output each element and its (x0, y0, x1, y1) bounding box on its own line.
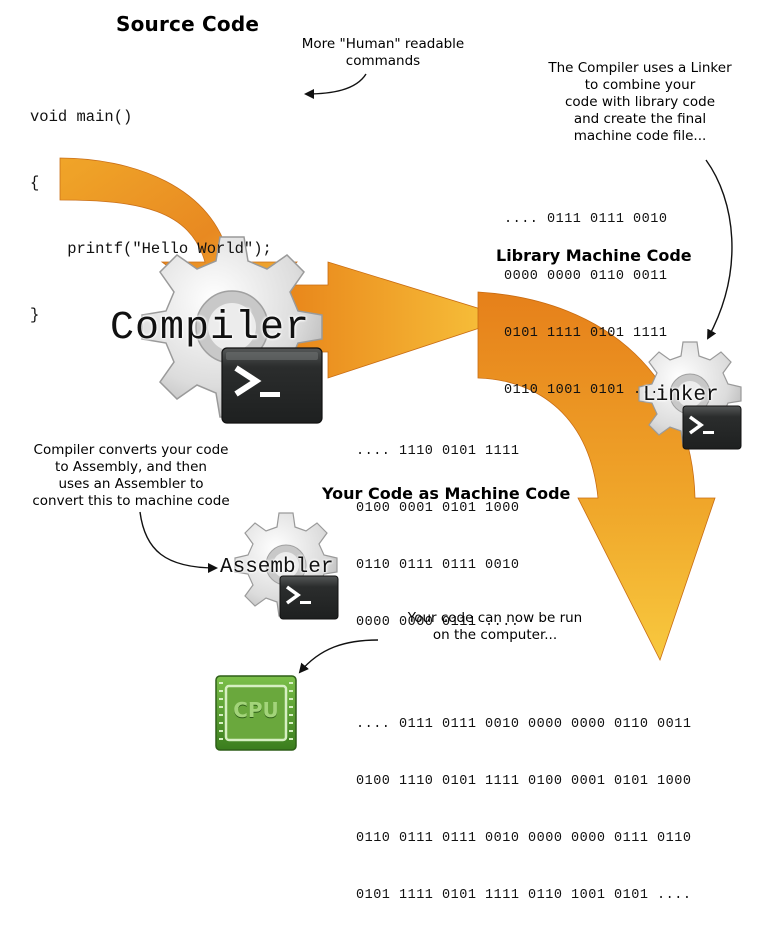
note-line: to Assembly, and then (55, 459, 207, 475)
flow-arrow-compiler-to-output (289, 261, 512, 379)
note-line: to combine your (584, 77, 696, 93)
source-code-title: Source Code (116, 12, 260, 36)
pointer-human-note (304, 73, 367, 99)
binary-line: .... 1110 0101 1111 (356, 444, 520, 459)
your-code-caption: Your Code as Machine Code (322, 484, 571, 503)
binary-line: 0100 1110 0101 1111 0100 0001 0101 1000 (356, 774, 692, 789)
binary-line: 0100 0001 0101 1000 (356, 501, 520, 516)
binary-line: .... 0111 0111 0010 0000 0000 0110 0011 (356, 717, 692, 732)
compiler-label: Compiler (110, 306, 311, 351)
your-machine-code: .... 1110 0101 1111 0100 0001 0101 1000 … (356, 404, 519, 670)
cpu-label: CPU (233, 698, 279, 722)
library-machine-code: .... 0111 0111 0010 0000 0000 0110 0011 … (504, 172, 667, 438)
note-line: code with library code (564, 94, 716, 110)
linker-terminal-icon (682, 405, 742, 450)
note-line: machine code file... (573, 128, 707, 144)
binary-line: 0000 0000 0110 0011 (504, 269, 668, 284)
compiler-gear-icon (141, 236, 323, 418)
source-line: { (30, 174, 40, 192)
source-line: } (30, 306, 40, 324)
note-line: commands (345, 53, 421, 69)
assembler-label: Assembler (220, 556, 334, 579)
binary-line: 0000 0000 0111 .... (356, 615, 520, 630)
binary-line: 0110 1001 0101 .... (504, 383, 668, 398)
binary-line: 0101 1111 0101 1111 0110 1001 0101 .... (356, 888, 692, 903)
compilation-diagram: Source Code void main() { printf("Hello … (6, 12, 760, 903)
run-note: Your code can now be run on the computer… (380, 610, 610, 644)
binary-line: 0101 1111 0101 1111 (504, 326, 668, 341)
cpu-icon (215, 675, 297, 751)
binary-line: .... 0111 0111 0010 (504, 212, 668, 227)
source-code-block: void main() { printf("Hello World"); } (30, 62, 272, 370)
final-machine-code: .... 0111 0111 0010 0000 0000 0110 0011 … (356, 677, 691, 943)
pointer-assembly-note (139, 511, 218, 573)
note-line: Compiler converts your code (33, 442, 229, 458)
linker-label: Linker (643, 384, 719, 407)
note-line: uses an Assembler to (58, 476, 204, 492)
note-line: Your code can now be run (407, 610, 583, 626)
diagram-graphics (59, 73, 742, 751)
linker-note: The Compiler uses a Linker to combine yo… (520, 60, 760, 145)
pointer-run-note (298, 639, 379, 674)
compiler-terminal-icon (221, 347, 323, 424)
note-line: and create the final (573, 111, 707, 127)
pointer-linker-note (705, 159, 733, 340)
note-line: convert this to machine code (32, 493, 230, 509)
binary-line: 0110 0111 0111 0010 (356, 558, 520, 573)
note-line: The Compiler uses a Linker (548, 60, 732, 76)
note-line: More "Human" readable (301, 36, 465, 52)
source-line: printf("Hello World"); (30, 240, 272, 258)
assembler-terminal-icon (279, 575, 339, 620)
note-line: on the computer... (432, 627, 558, 643)
human-readable-note: More "Human" readable commands (278, 36, 488, 70)
library-caption: Library Machine Code (496, 246, 692, 265)
source-line: void main() (30, 108, 133, 126)
assembly-note: Compiler converts your code to Assembly,… (6, 442, 256, 510)
binary-line: 0110 0111 0111 0010 0000 0000 0111 0110 (356, 831, 692, 846)
